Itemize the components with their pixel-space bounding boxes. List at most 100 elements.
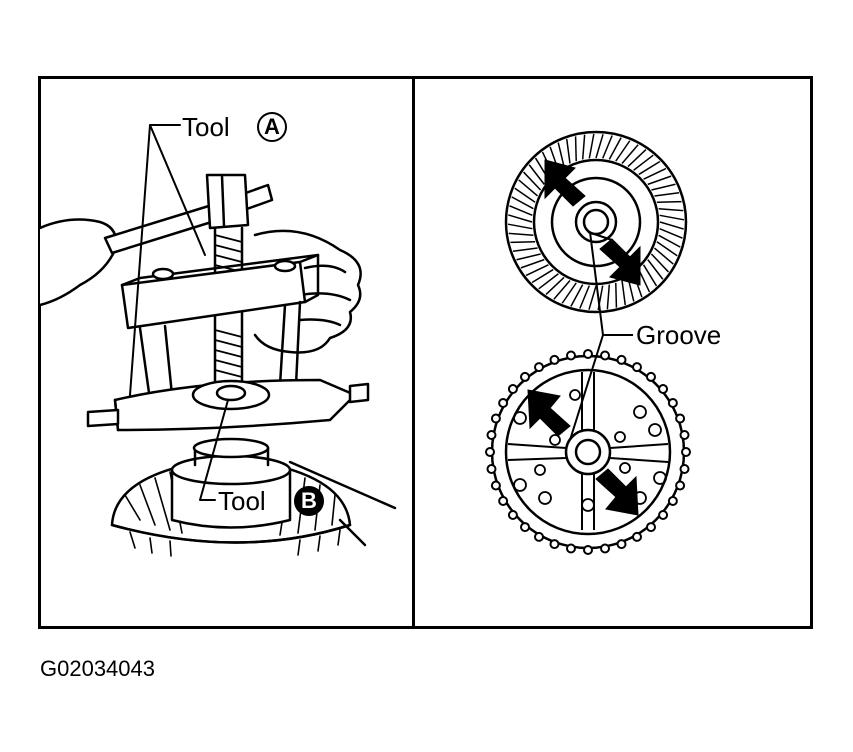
left-hand: [38, 218, 118, 307]
gear-notch: [681, 447, 691, 457]
diagram-frame: [38, 76, 813, 629]
gear-tooth: [561, 282, 577, 304]
gear-notch: [616, 354, 627, 365]
puller-illustration: [38, 124, 397, 557]
gear-tooth: [511, 196, 534, 210]
gear-notch: [675, 413, 686, 424]
gear-tooth: [523, 171, 542, 191]
gear-tooth: [627, 149, 647, 168]
gear-tooth: [508, 214, 533, 223]
gear-tooth: [601, 135, 613, 159]
tool-a-badge: A: [257, 112, 287, 142]
gear-tooth: [659, 214, 685, 221]
gear-tooth: [656, 241, 678, 257]
gear-tooth: [553, 279, 571, 300]
gear-tooth: [608, 137, 622, 160]
gear-notch: [507, 384, 518, 395]
gear-tooth: [659, 221, 684, 230]
gear-notch: [565, 350, 576, 361]
gear-tooth: [525, 264, 549, 277]
gear-tooth: [633, 154, 654, 171]
arrow-icon: [544, 159, 586, 207]
gear-tooth: [654, 192, 680, 197]
gear-notch: [679, 429, 690, 440]
gear-notch: [490, 413, 501, 424]
gear-tooth: [621, 280, 626, 306]
tool-a-leader: [129, 124, 181, 396]
gear-tooth: [658, 234, 681, 248]
gear-notch: [658, 384, 669, 395]
gear-notch: [632, 531, 642, 542]
gear-tooth: [538, 273, 559, 290]
gear-tooth: [615, 282, 618, 308]
arrows: [527, 159, 641, 516]
gear-notch: [616, 539, 627, 550]
gear-tooth: [509, 205, 533, 217]
gear-notch: [549, 354, 560, 365]
gear-notch: [534, 531, 544, 542]
gear-tooth: [588, 133, 595, 159]
gear-tooth: [651, 183, 676, 191]
gear-notch: [632, 362, 642, 373]
figure-code: G02034043: [40, 656, 155, 681]
gear-notch: [675, 480, 686, 491]
gear-tooth: [638, 160, 661, 176]
gear-tooth: [606, 284, 611, 310]
gear-notch: [658, 509, 669, 520]
gear-notch: [645, 371, 656, 382]
gear-tooth: [574, 136, 577, 162]
gear-tooth: [642, 264, 658, 287]
gear-tooth: [650, 253, 669, 273]
gear-tooth: [647, 175, 672, 186]
gear-tooth: [595, 134, 604, 159]
gear-tooth: [588, 285, 597, 310]
gear-notch: [667, 496, 678, 506]
tool-b-leader: [199, 399, 229, 501]
gear-notch: [583, 349, 593, 359]
gear-tooth: [581, 134, 586, 160]
gear-notch: [490, 480, 501, 491]
gear-notch: [645, 522, 656, 533]
gear-tooth: [508, 232, 534, 237]
gear-tooth: [570, 284, 584, 307]
gear-notch: [498, 398, 509, 408]
gear-tooth: [615, 140, 631, 162]
gear-notch: [679, 464, 690, 475]
gear-tooth: [621, 144, 639, 165]
gear-tooth: [659, 227, 683, 239]
groove-label: Groove: [636, 320, 722, 350]
gear-notch: [498, 496, 509, 506]
gear-tooth: [531, 268, 554, 284]
arrow-icon: [595, 468, 639, 516]
gear-tooth: [528, 164, 545, 185]
tool-b-badge: B: [294, 486, 324, 516]
gear-notch: [583, 545, 593, 555]
ring-gear: [110, 437, 397, 557]
gear-tooth: [566, 138, 571, 164]
arrow-icon: [527, 389, 571, 437]
gear-tooth: [647, 259, 664, 280]
gear-tooth: [653, 247, 674, 265]
gear-tooth: [510, 241, 536, 244]
gear-notch: [565, 543, 576, 554]
gear-notch: [600, 543, 611, 554]
gear-tooth: [516, 253, 541, 261]
gear-tooth: [656, 200, 682, 203]
arrow-icon: [599, 238, 641, 286]
tool-a-label: Tool: [182, 112, 230, 142]
gear-notch: [485, 447, 495, 457]
gear-notch: [520, 371, 531, 382]
gear-notch: [486, 464, 497, 475]
gear-tooth: [643, 167, 667, 180]
gear-notch: [534, 362, 544, 373]
gear-tooth: [520, 258, 545, 269]
tool-b-label: Tool: [218, 486, 266, 516]
gear-notch: [520, 522, 531, 533]
gear-tooth: [557, 142, 565, 167]
gear-tooth: [512, 247, 538, 252]
gear-tooth: [514, 187, 536, 203]
gear-tooth: [545, 276, 565, 295]
gear-notch: [667, 398, 678, 408]
gear-notch: [486, 429, 497, 440]
